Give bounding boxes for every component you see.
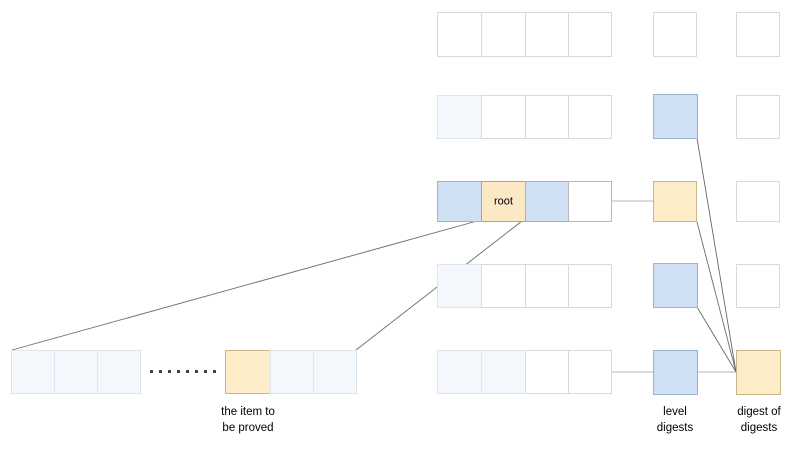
row-top-level-digest (653, 12, 697, 57)
ellipsis-dot (213, 370, 216, 373)
row-bottom-cell-3 (525, 350, 569, 394)
level-digests-caption: level digests (656, 406, 694, 434)
digest-of-digests-caption: digest of digests (737, 406, 781, 434)
row-top-cell-4 (568, 12, 612, 57)
row-second-level-digest (653, 94, 698, 139)
ellipsis-dot (168, 370, 171, 373)
ellipsis-dot (177, 370, 180, 373)
leaf-row-ellipsis (150, 370, 216, 373)
row-root-cell-1 (437, 181, 482, 222)
row-top-cell-3 (525, 12, 569, 57)
row-top-cell-1 (437, 12, 482, 57)
row-second-cell-3 (525, 95, 569, 139)
row-bottom-cell-2 (481, 350, 526, 394)
row-fourth-level-digest (653, 263, 698, 308)
leaf-row-cell-2 (54, 350, 98, 394)
row-top-outer-box (736, 12, 780, 57)
row-fourth-cell-4 (568, 264, 612, 308)
row-fourth-cell-3 (525, 264, 569, 308)
ellipsis-dot (186, 370, 189, 373)
row-fourth-cell-2 (481, 264, 526, 308)
row-second-cell-1 (437, 95, 482, 139)
row-bottom-cell-4 (568, 350, 612, 394)
row-second-outer-box (736, 95, 780, 139)
row-bottom-level-digest (653, 350, 698, 395)
ellipsis-dot (159, 370, 162, 373)
leaf-row-cell-after-1 (270, 350, 314, 394)
row-root-cell-root: root (481, 181, 526, 222)
ellipsis-dot (195, 370, 198, 373)
row-second-cell-2 (481, 95, 526, 139)
row-root-level-digest (653, 181, 697, 222)
item-to-be-proved-caption: the item to be proved (221, 406, 275, 434)
row-top-cell-2 (481, 12, 526, 57)
digest-line-row4 (696, 306, 737, 373)
row-fourth-cell-1 (437, 264, 482, 308)
leaf-row-cell-3 (97, 350, 141, 394)
digest-line-row2 (696, 137, 737, 373)
ellipsis-dot (150, 370, 153, 373)
row-root-cell-4 (568, 181, 612, 222)
proof-line-left (11, 220, 478, 351)
leaf-row-cell-1 (11, 350, 55, 394)
digest-line-row3 (696, 221, 737, 373)
row-second-cell-4 (568, 95, 612, 139)
leaf-row-cell-after-2 (313, 350, 357, 394)
root-label: root (494, 195, 513, 207)
row-fourth-outer-box (736, 264, 780, 308)
row-root-outer-box (736, 181, 780, 222)
row-bottom-cell-1 (437, 350, 482, 394)
item-to-be-proved-cell (225, 350, 271, 394)
row-root-cell-3 (525, 181, 569, 222)
digest-of-digests-box (736, 350, 781, 395)
ellipsis-dot (204, 370, 207, 373)
